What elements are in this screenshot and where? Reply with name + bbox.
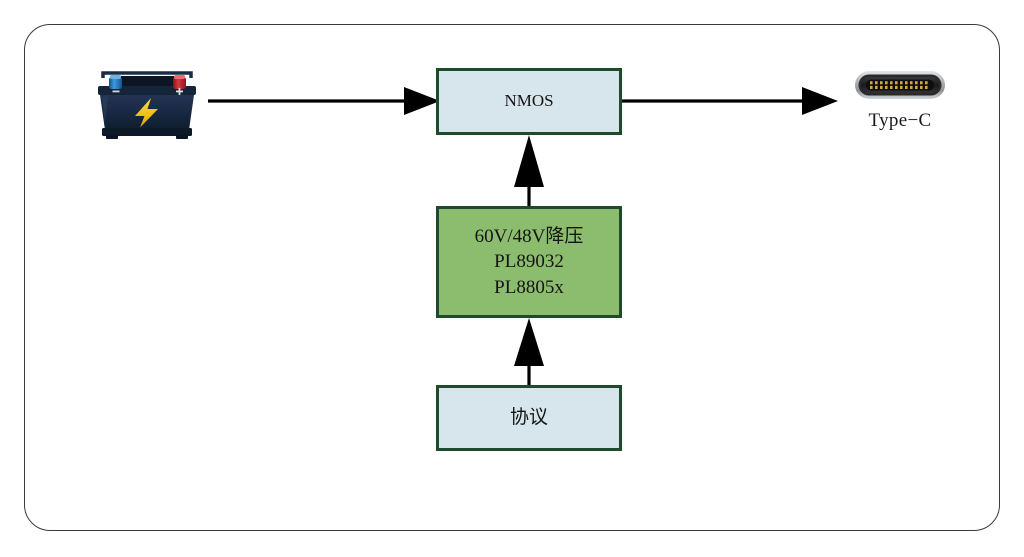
block-protocol[interactable]: 协议 bbox=[436, 385, 622, 451]
arrow-protocol-to-buck bbox=[509, 316, 549, 387]
arrow-buck-to-nmos bbox=[509, 133, 549, 208]
block-buck-line-3: PL8805x bbox=[494, 276, 564, 298]
block-nmos[interactable]: NMOS bbox=[436, 68, 622, 135]
block-buck-line-1: 60V/48V降压 bbox=[474, 226, 584, 248]
block-buck-line-2: PL89032 bbox=[494, 251, 564, 273]
typec-label: Type−C bbox=[868, 110, 932, 131]
block-buck-converter[interactable]: 60V/48V降压 PL89032 PL8805x bbox=[436, 206, 622, 318]
arrow-battery-to-nmos bbox=[208, 84, 440, 118]
typec-output: Type−C bbox=[845, 70, 955, 140]
usb-type-c-port-icon bbox=[855, 71, 945, 99]
block-nmos-label: NMOS bbox=[504, 91, 554, 111]
block-protocol-label: 协议 bbox=[509, 407, 548, 429]
car-battery-icon bbox=[88, 62, 206, 140]
arrow-nmos-to-typec bbox=[620, 84, 838, 118]
